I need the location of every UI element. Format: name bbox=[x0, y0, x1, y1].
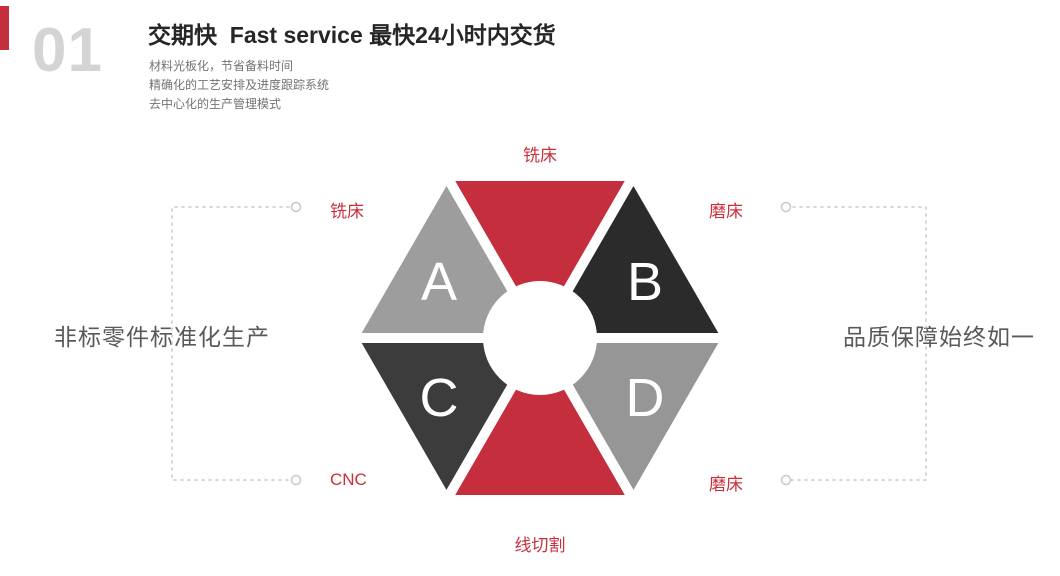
accent-bar bbox=[0, 6, 9, 50]
left-caption: 非标零件标准化生产 bbox=[54, 324, 270, 350]
segment-letter-d: D bbox=[626, 368, 665, 428]
segment-letter-a: A bbox=[421, 252, 457, 312]
label-top: 铣床 bbox=[523, 146, 557, 165]
connector-node-left-bottom bbox=[290, 474, 302, 486]
hexagon-segment-bottom bbox=[441, 333, 639, 505]
bullet-line: 材料光板化，节省备料时间 bbox=[149, 59, 294, 73]
hexagon-center-circle bbox=[483, 281, 597, 395]
label-bottom: 线切割 bbox=[514, 536, 566, 555]
connector-right bbox=[785, 206, 927, 481]
connector-node-right-bottom bbox=[780, 474, 792, 486]
bullet-line: 去中心化的生产管理模式 bbox=[149, 97, 282, 111]
connector-node-left-top bbox=[290, 201, 302, 213]
segment-letter-b: B bbox=[627, 252, 663, 312]
connector-left bbox=[171, 206, 297, 481]
bullet-line: 精确化的工艺安排及进度跟踪系统 bbox=[149, 78, 330, 92]
page-title: 交期快 Fast service 最快24小时内交货 bbox=[148, 22, 556, 48]
connector-node-right-top bbox=[780, 201, 792, 213]
label-right-bottom: 磨床 bbox=[709, 475, 743, 494]
section-number: 01 bbox=[32, 16, 103, 85]
label-right-top: 磨床 bbox=[709, 202, 743, 221]
right-caption: 品质保障始终如一 bbox=[843, 324, 1035, 350]
label-left-bottom: CNC bbox=[330, 470, 367, 489]
label-left-top: 铣床 bbox=[330, 202, 364, 221]
bullet-list: 材料光板化，节省备料时间 精确化的工艺安排及进度跟踪系统 去中心化的生产管理模式 bbox=[149, 57, 329, 114]
segment-letter-c: C bbox=[420, 368, 459, 428]
